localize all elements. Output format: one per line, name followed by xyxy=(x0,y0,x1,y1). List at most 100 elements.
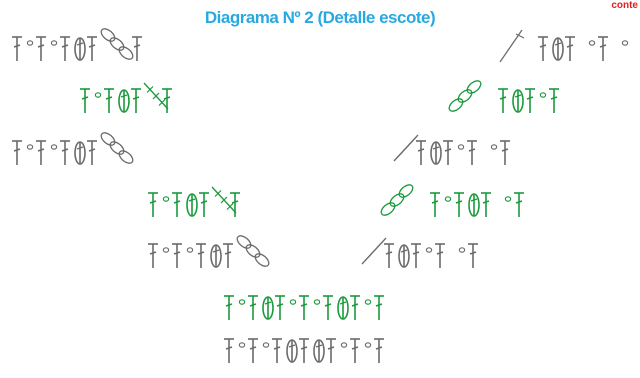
dc-stitch-symbol xyxy=(131,88,141,113)
dc-stitch-symbol xyxy=(223,243,233,268)
dc-stitch-symbol xyxy=(350,338,360,363)
dc-stitch-symbol xyxy=(12,140,22,165)
chain-stitch-symbol xyxy=(50,40,58,46)
chain-oval-symbol xyxy=(100,132,116,146)
dc-stitch-symbol xyxy=(172,243,182,268)
dc-stitch-symbol xyxy=(60,140,70,165)
chain-stitch-symbol xyxy=(50,144,58,150)
dc-stitch-symbol xyxy=(196,243,206,268)
chain-stitch-symbol xyxy=(588,40,596,46)
chain-oval-symbol xyxy=(100,28,116,42)
chain-stitch-symbol xyxy=(621,40,629,46)
slip-stitch-symbol xyxy=(211,186,237,214)
bobble-stitch-symbol xyxy=(313,339,325,363)
chart-row-4 xyxy=(148,184,524,217)
bobble-stitch-symbol xyxy=(262,296,274,320)
dc-stitch-symbol xyxy=(384,243,394,268)
dc-stitch-symbol xyxy=(224,338,234,363)
dc-stitch-symbol xyxy=(12,36,22,61)
chain-oval-symbol xyxy=(118,150,134,164)
watermark-text: conte xyxy=(611,0,638,11)
bobble-stitch-symbol xyxy=(74,141,86,165)
dc-stitch-symbol xyxy=(299,295,309,320)
dc-stitch-symbol xyxy=(374,295,384,320)
chain-stitch-symbol xyxy=(162,196,170,202)
chain-stitch-symbol xyxy=(26,144,34,150)
chain-stitch-symbol xyxy=(364,342,372,348)
chain-stitch-symbol xyxy=(94,92,102,98)
chain-stitch-symbol xyxy=(364,299,372,305)
bobble-stitch-symbol xyxy=(468,193,480,217)
chain-stitch-symbol xyxy=(458,247,466,253)
bobble-stitch-symbol xyxy=(74,37,86,61)
dc-stitch-symbol xyxy=(435,243,445,268)
dc-stitch-symbol xyxy=(326,338,336,363)
chart-row-7 xyxy=(224,338,384,363)
chart-row-1 xyxy=(12,28,629,61)
chain-stitch-symbol xyxy=(238,342,246,348)
chart-row-3 xyxy=(12,132,510,165)
chain-oval-symbol xyxy=(389,193,405,207)
chain-stitch-symbol xyxy=(162,247,170,253)
dc-stitch-symbol xyxy=(323,295,333,320)
dc-stitch-symbol xyxy=(36,36,46,61)
bobble-stitch-symbol xyxy=(210,244,222,268)
dc-stitch-symbol xyxy=(565,36,575,61)
chart-row-6 xyxy=(224,295,384,320)
dc-stitch-symbol xyxy=(481,192,491,217)
chain-oval-symbol xyxy=(466,80,482,94)
chain-stitch-symbol xyxy=(444,196,452,202)
dc-stitch-symbol xyxy=(172,192,182,217)
dc-stitch-symbol xyxy=(132,36,142,61)
dc-stitch-symbol xyxy=(454,192,464,217)
dc-stitch-symbol xyxy=(87,140,97,165)
dc-stitch-symbol xyxy=(549,88,559,113)
dc-stitch-symbol xyxy=(411,243,421,268)
chain-stitch-symbol xyxy=(340,342,348,348)
dc-stitch-symbol xyxy=(230,192,240,217)
chain-stitch-symbol xyxy=(26,40,34,46)
dc-stitch-symbol xyxy=(538,36,548,61)
chain-stitch-symbol xyxy=(504,196,512,202)
dc-stitch-symbol xyxy=(224,295,234,320)
dc-stitch-symbol xyxy=(104,88,114,113)
bobble-stitch-symbol xyxy=(398,244,410,268)
dc-stitch-symbol xyxy=(272,338,282,363)
chain-oval-symbol xyxy=(398,184,414,198)
bobble-stitch-symbol xyxy=(430,141,442,165)
chain-oval-symbol xyxy=(109,37,125,51)
dc-stitch-symbol xyxy=(299,338,309,363)
dc-stitch-symbol xyxy=(500,140,510,165)
slip-stitch-symbol xyxy=(393,134,419,162)
dc-stitch-symbol xyxy=(36,140,46,165)
bobble-stitch-symbol xyxy=(118,89,130,113)
chain-stitch-symbol xyxy=(457,144,465,150)
chain-stitch-symbol xyxy=(425,247,433,253)
chain-oval-symbol xyxy=(457,89,473,103)
dc-stitch-symbol xyxy=(443,140,453,165)
dc-stitch-symbol xyxy=(514,192,524,217)
dc-stitch-symbol xyxy=(467,140,477,165)
chain-oval-symbol xyxy=(236,235,252,249)
slip-stitch-symbol xyxy=(143,82,169,110)
diagram-title: Diagrama Nº 2 (Detalle escote) xyxy=(204,8,436,27)
dc-stitch-symbol xyxy=(525,88,535,113)
dc-stitch-symbol xyxy=(80,88,90,113)
dc-stitch-symbol xyxy=(275,295,285,320)
chain-oval-symbol xyxy=(109,141,125,155)
chain-stitch-symbol xyxy=(186,247,194,253)
dc-stitch-symbol xyxy=(60,36,70,61)
dc-stitch-symbol xyxy=(498,88,508,113)
bobble-stitch-symbol xyxy=(337,296,349,320)
dc-stitch-symbol xyxy=(148,192,158,217)
dc-stitch-symbol xyxy=(248,338,258,363)
chain-stitch-symbol xyxy=(490,144,498,150)
dc-stitch-symbol xyxy=(374,338,384,363)
chart-row-2 xyxy=(80,80,559,113)
dc-stitch-symbol xyxy=(350,295,360,320)
bobble-stitch-symbol xyxy=(186,193,198,217)
bobble-stitch-symbol xyxy=(512,89,524,113)
chain-oval-symbol xyxy=(245,244,261,258)
dc-stitch-symbol xyxy=(87,36,97,61)
